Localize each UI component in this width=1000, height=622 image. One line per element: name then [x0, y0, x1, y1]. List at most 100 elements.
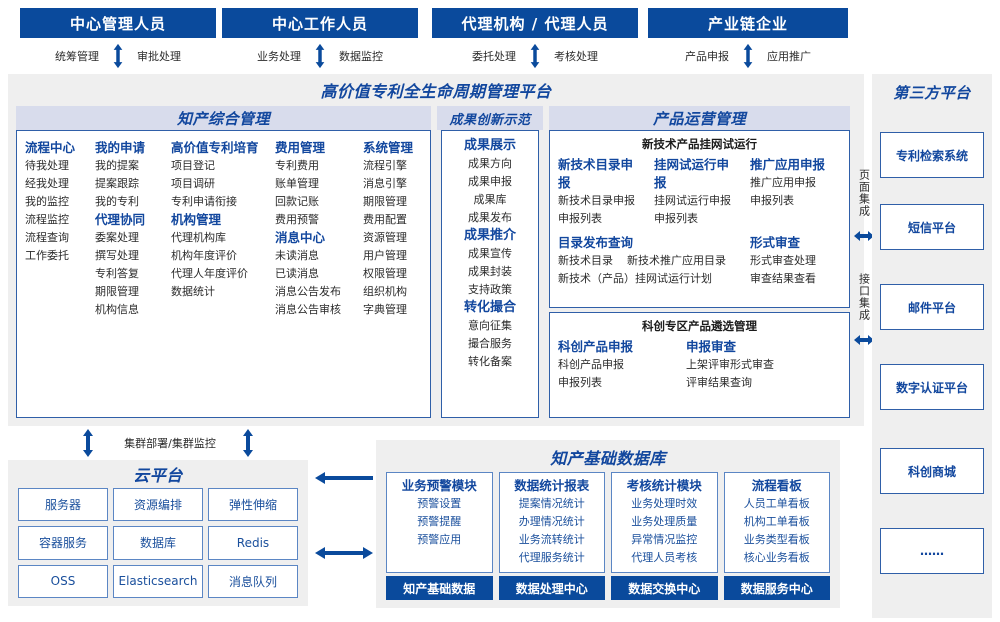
- zhichan-item[interactable]: 机构信息: [95, 303, 139, 316]
- database-footer[interactable]: 数据交换中心: [611, 576, 718, 600]
- zhichan-item[interactable]: 未读消息: [275, 249, 319, 262]
- chengguo-item[interactable]: 成果申报: [468, 175, 512, 188]
- zhichan-item[interactable]: 期限管理: [363, 195, 407, 208]
- database-item[interactable]: 核心业务看板: [743, 551, 810, 564]
- zhichan-item[interactable]: 工作委托: [25, 249, 69, 262]
- zhichan-item[interactable]: 项目调研: [171, 177, 215, 190]
- zhichan-item[interactable]: 已读消息: [275, 267, 319, 280]
- third-party-item-4[interactable]: 科创商城: [880, 448, 984, 494]
- zhichan-item[interactable]: 我的专利: [95, 195, 139, 208]
- zhichan-item[interactable]: 代理机构库: [171, 231, 226, 244]
- chengguo-item[interactable]: 转化备案: [468, 355, 512, 368]
- chanpin-b2-item[interactable]: 评审结果查询: [686, 376, 752, 389]
- zhichan-item[interactable]: 费用配置: [363, 213, 407, 226]
- zhichan-item[interactable]: 组织机构: [363, 285, 407, 298]
- zhichan-item[interactable]: 消息引擎: [363, 177, 407, 190]
- zhichan-item[interactable]: 我的提案: [95, 159, 139, 172]
- cloud-cell-6[interactable]: OSS: [18, 564, 108, 598]
- chengguo-item[interactable]: 成果宣传: [468, 247, 512, 260]
- platform-title: 高价值专利全生命周期管理平台: [8, 78, 864, 102]
- zhichan-item[interactable]: 费用预警: [275, 213, 319, 226]
- zhichan-item[interactable]: 流程查询: [25, 231, 69, 244]
- chanpin-b2-item[interactable]: 申报列表: [558, 376, 602, 389]
- zhichan-item[interactable]: 委案处理: [95, 231, 139, 244]
- database-item[interactable]: 人员工单看板: [743, 497, 810, 510]
- cloud-cell-4[interactable]: 数据库: [113, 526, 203, 560]
- page-integration-arrow-icon: [854, 231, 874, 241]
- database-footer[interactable]: 知产基础数据: [386, 576, 493, 600]
- zhichan-item[interactable]: 代理人年度评价: [171, 267, 248, 280]
- zhichan-item[interactable]: 专利答复: [95, 267, 139, 280]
- zhichan-item[interactable]: 用户管理: [363, 249, 407, 262]
- zhichan-item[interactable]: 机构年度评价: [171, 249, 237, 262]
- chengguo-item[interactable]: 成果方向: [468, 157, 512, 170]
- zhichan-item[interactable]: 项目登记: [171, 159, 215, 172]
- chanpin-b2-item[interactable]: 科创产品申报: [558, 358, 624, 371]
- chanpin-b1-item[interactable]: 申报列表: [750, 194, 794, 207]
- third-party-item-0[interactable]: 专利检索系统: [880, 132, 984, 178]
- database-footer[interactable]: 数据服务中心: [723, 576, 830, 600]
- zhichan-item[interactable]: 经我处理: [25, 177, 69, 190]
- cloud-cell-7[interactable]: Elasticsearch: [113, 564, 203, 598]
- zhichan-item[interactable]: 账单管理: [275, 177, 319, 190]
- zhichan-item[interactable]: 消息公告审核: [275, 303, 341, 316]
- chengguo-item[interactable]: 意向征集: [468, 319, 512, 332]
- cloud-cell-8[interactable]: 消息队列: [208, 564, 298, 598]
- zhichan-item[interactable]: 消息公告发布: [275, 285, 341, 298]
- database-item[interactable]: 办理情况统计: [518, 515, 585, 528]
- cloud-cell-3[interactable]: 容器服务: [18, 526, 108, 560]
- chanpin-b1-row2-item[interactable]: 新技术推广应用目录: [627, 254, 726, 267]
- chengguo-item[interactable]: 成果发布: [468, 211, 512, 224]
- database-footer[interactable]: 数据处理中心: [498, 576, 605, 600]
- database-item[interactable]: 预警提醒: [417, 515, 462, 528]
- database-item[interactable]: 业务处理时效: [631, 497, 698, 510]
- chengguo-item[interactable]: 支持政策: [468, 283, 512, 296]
- zhichan-item[interactable]: 我的监控: [25, 195, 69, 208]
- chengguo-item[interactable]: 撮合服务: [468, 337, 512, 350]
- chanpin-b1-item[interactable]: 挂网试运行申报: [654, 194, 731, 207]
- third-party-item-3[interactable]: 数字认证平台: [880, 364, 984, 410]
- cloud-cell-1[interactable]: 资源编排: [113, 488, 203, 522]
- chanpin-b1-col-2: 推广应用申报推广应用申报申报列表: [750, 156, 840, 228]
- chengguo-item[interactable]: 成果库: [473, 193, 507, 206]
- chanpin-b1-row2-item[interactable]: 审查结果查看: [750, 272, 816, 285]
- chanpin-b1-row2-item[interactable]: 新技术目录: [558, 254, 613, 267]
- zhichan-item[interactable]: 撰写处理: [95, 249, 139, 262]
- zhichan-item[interactable]: 提案跟踪: [95, 177, 139, 190]
- chanpin-b1-row2-item[interactable]: 新技术（产品）挂网试运行计划: [558, 272, 712, 285]
- database-item[interactable]: 预警应用: [417, 533, 462, 546]
- database-item[interactable]: 业务流转统计: [518, 533, 585, 546]
- zhichan-item[interactable]: 资源管理: [363, 231, 407, 244]
- database-item[interactable]: 代理服务统计: [518, 551, 585, 564]
- database-item[interactable]: 异常情况监控: [631, 533, 698, 546]
- chanpin-b2-item[interactable]: 上架评审形式审查: [686, 358, 774, 371]
- database-item[interactable]: 代理人员考核: [631, 551, 698, 564]
- cloud-cell-5[interactable]: Redis: [208, 526, 298, 560]
- zhichan-item[interactable]: 期限管理: [95, 285, 139, 298]
- chanpin-b1-row2-item[interactable]: 形式审查处理: [750, 254, 816, 267]
- cloud-cell-0[interactable]: 服务器: [18, 488, 108, 522]
- chanpin-b1-item[interactable]: 推广应用申报: [750, 176, 816, 189]
- zhichan-item[interactable]: 字典管理: [363, 303, 407, 316]
- third-party-item-2[interactable]: 邮件平台: [880, 284, 984, 330]
- chanpin-b1-item[interactable]: 申报列表: [558, 212, 602, 225]
- database-item[interactable]: 机构工单看板: [743, 515, 810, 528]
- chengguo-item[interactable]: 成果封装: [468, 265, 512, 278]
- database-item[interactable]: 业务处理质量: [631, 515, 698, 528]
- zhichan-item[interactable]: 回款记账: [275, 195, 319, 208]
- zhichan-item[interactable]: 流程监控: [25, 213, 69, 226]
- third-party-item-1[interactable]: 短信平台: [880, 204, 984, 250]
- zhichan-item[interactable]: 数据统计: [171, 285, 215, 298]
- cloud-cell-2[interactable]: 弹性伸缩: [208, 488, 298, 522]
- zhichan-item[interactable]: 权限管理: [363, 267, 407, 280]
- zhichan-item[interactable]: 待我处理: [25, 159, 69, 172]
- zhichan-item[interactable]: 专利申请衔接: [171, 195, 237, 208]
- chanpin-b1-item[interactable]: 申报列表: [654, 212, 698, 225]
- zhichan-item[interactable]: 流程引擎: [363, 159, 407, 172]
- database-item[interactable]: 预警设置: [417, 497, 462, 510]
- database-item[interactable]: 提案情况统计: [518, 497, 585, 510]
- chanpin-b1-item[interactable]: 新技术目录申报: [558, 194, 635, 207]
- zhichan-item[interactable]: 专利费用: [275, 159, 319, 172]
- database-item[interactable]: 业务类型看板: [743, 533, 810, 546]
- third-party-item-5[interactable]: ……: [880, 528, 984, 574]
